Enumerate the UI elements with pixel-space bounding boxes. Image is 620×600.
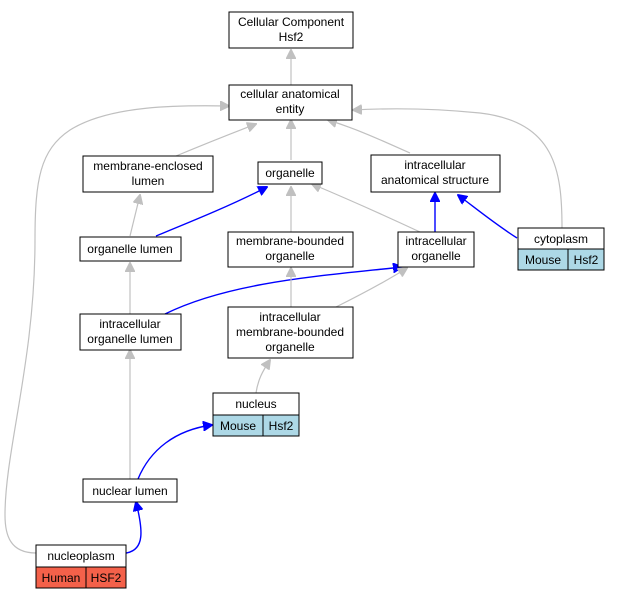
gene-label: HSF2 [91,571,122,585]
node-label-line: cellular anatomical [240,87,339,101]
node-label-line: organelle [411,249,461,263]
node-intracellular-organelle-lumen[interactable]: intracellular organelle lumen [79,313,182,351]
edges [4,50,563,554]
node-label-line: Hsf2 [279,30,304,44]
node-nuclear-lumen[interactable]: nuclear lumen [82,478,178,503]
edge-np-nl [125,502,141,554]
node-cellular-anatomical-entity[interactable]: cellular anatomical entity [228,84,353,121]
edge-cyto-cae [353,109,563,229]
node-cellular-component-hsf2[interactable]: Cellular Component Hsf2 [228,11,354,49]
node-intracellular-membrane-bounded-organelle[interactable]: intracellular membrane-bounded organelle [227,306,354,359]
node-label-line: organelle lumen [87,332,172,346]
node-label-line: anatomical structure [381,173,489,187]
node-label-line: organelle [265,249,315,263]
node-label-line: lumen [132,174,165,188]
species-label: Mouse [525,253,561,267]
node-cytoplasm[interactable]: cytoplasm Mouse Hsf2 [517,227,605,271]
node-label-line: nucleoplasm [47,549,114,563]
node-organelle[interactable]: organelle [257,161,323,185]
node-intracellular-organelle[interactable]: intracellular organelle [397,231,475,268]
node-label-line: nuclear lumen [92,484,167,498]
node-intracellular-anatomical-structure[interactable]: intracellular anatomical structure [370,154,501,193]
node-label-line: membrane-bounded [236,234,344,248]
edge-mel-cae [175,124,256,157]
edge-np-cae [4,106,229,554]
edge-ias-cae [328,120,411,154]
gene-label: Hsf2 [574,253,599,267]
species-label: Human [42,571,81,585]
node-label-line: organelle lumen [87,242,172,256]
edge-nl-nuc [137,425,212,480]
edge-cyto-ias [458,195,518,239]
node-membrane-enclosed-lumen[interactable]: membrane-enclosed lumen [82,155,214,193]
node-label-line: membrane-enclosed [93,159,202,173]
gene-cell-mouse [567,248,605,271]
node-label-line: organelle [265,166,315,180]
node-label-line: entity [276,102,305,116]
node-label-line: Cellular Component [238,15,345,29]
node-label-line: membrane-bounded [236,325,344,339]
node-label-line: intracellular [99,317,160,331]
node-label-line: intracellular [405,234,466,248]
node-label-line: organelle [265,340,315,354]
node-label-line: intracellular [404,158,465,172]
edge-nuc-imbo [255,360,270,394]
node-organelle-lumen[interactable]: organelle lumen [79,236,182,262]
gene-label: Hsf2 [269,419,294,433]
species-label: Mouse [220,419,256,433]
gene-cell-human [85,566,127,589]
edge-iol-io [164,267,402,315]
edge-imbo-io [335,268,407,308]
node-label-line: intracellular [259,310,320,324]
edge-io-org [312,184,421,233]
node-nucleoplasm[interactable]: nucleoplasm Human HSF2 [35,544,127,589]
edge-orgl-mel [129,195,140,237]
node-label-line: cytoplasm [534,232,588,246]
node-nucleus[interactable]: nucleus Mouse Hsf2 [212,392,300,437]
node-label-line: nucleus [235,397,276,411]
gene-cell-mouse [262,414,300,437]
edge-orgl-org [155,187,267,237]
node-membrane-bounded-organelle[interactable]: membrane-bounded organelle [227,231,354,268]
